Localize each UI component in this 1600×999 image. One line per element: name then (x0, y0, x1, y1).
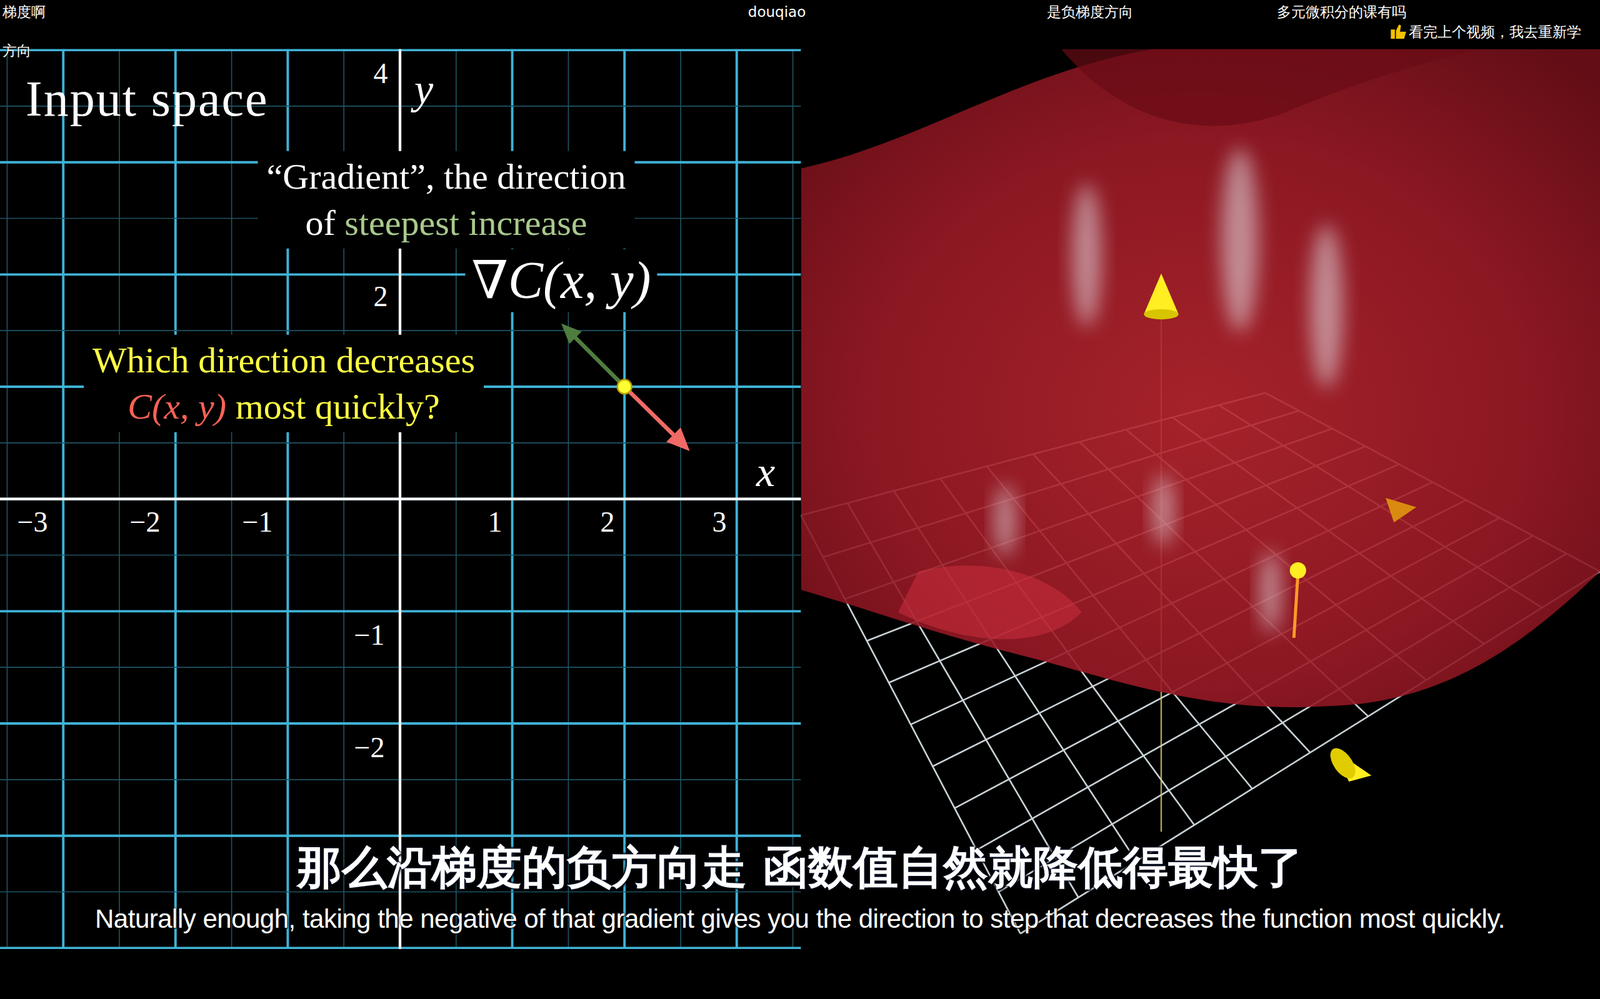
highlight (1221, 148, 1259, 332)
grid (0, 48, 802, 950)
axis-cone (1385, 498, 1417, 523)
subtitle: 那么沿梯度的负方向走 函数值自然就降低得最快了 (296, 840, 1303, 895)
input-point (617, 380, 632, 395)
cost-surface (801, 48, 1600, 708)
tick-label: −2 (350, 730, 389, 765)
tick-label: 4 (370, 56, 392, 91)
negative-gradient-arrow (624, 386, 676, 437)
surface-shade (898, 565, 1082, 640)
axis-label: x (756, 446, 775, 499)
danmaku: 多元微积分的课有吗 (1276, 3, 1407, 22)
axis-cone (1143, 309, 1179, 320)
highlight (1153, 474, 1174, 546)
highlight (995, 485, 1016, 557)
tick-label: 2 (596, 505, 619, 540)
subtitle: Naturally enough, taking the negative of… (95, 903, 1505, 935)
tick-label: −1 (350, 618, 389, 653)
surface-point (1290, 562, 1307, 579)
axis-label: y (414, 64, 434, 116)
axis-cone (1325, 744, 1361, 784)
danmaku: 看完上个视频，我去重新学 (1408, 23, 1582, 42)
question-note: Which direction decreases C(x, y) most q… (83, 335, 484, 433)
danmaku: 是负梯度方向 (1046, 3, 1134, 22)
highlight (1260, 551, 1281, 634)
tick-label: 1 (484, 505, 507, 540)
arrow-head (666, 427, 690, 452)
danmaku: 梯度啊 (2, 3, 46, 22)
danmaku: 方向 (2, 42, 32, 60)
panel-title: Input space (25, 68, 269, 129)
gradient-note: “Gradient”, the direction of steepest in… (258, 151, 635, 249)
highlight (1072, 183, 1102, 327)
arrow-head (561, 323, 582, 345)
axis-cone (1143, 273, 1179, 315)
tick-label: 3 (708, 505, 731, 540)
surface-shade (1061, 48, 1480, 126)
tick-label: −1 (238, 505, 277, 540)
tick-label: −3 (13, 505, 52, 540)
tick-label: 2 (370, 279, 392, 314)
thumbs-icon (1390, 24, 1406, 39)
gradient-symbol: ∇C(x, y) (465, 249, 657, 313)
gradient-arrow (572, 335, 625, 387)
surface-plot (801, 48, 1600, 934)
highlight (1310, 224, 1343, 388)
tick-label: −2 (126, 505, 165, 540)
danmaku: douqiao (748, 3, 806, 22)
height-stick (1293, 573, 1299, 639)
